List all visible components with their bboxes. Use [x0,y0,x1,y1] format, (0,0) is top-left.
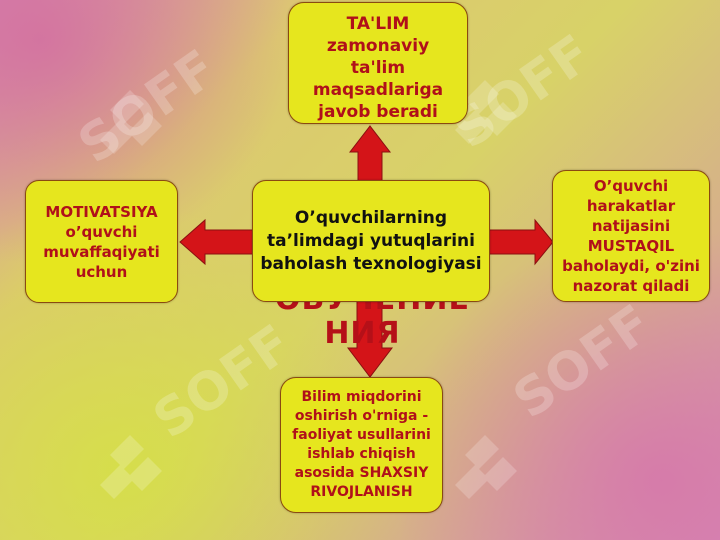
left-box-line: MOTIVATSIYA [45,202,158,221]
bottom-box-line: faoliyat usullarini [292,427,431,443]
left-box-line: o’quvchi [65,222,138,241]
right-box-line: harakatlar [586,197,676,215]
left-box-line: uchun [75,262,128,281]
bottom-box-line: asosida SHAXSIY [294,465,429,481]
top-box: TA'LIM zamonaviy ta'lim maqsadlariga jav… [288,2,468,124]
left-box: MOTIVATSIYA o’quvchi muvaffaqiyati uchun [25,180,178,303]
center-box: O’quvchilarning ta’limdagi yutuqlarini b… [252,180,490,302]
top-box-line: javob beradi [318,102,438,122]
right-box-line: O’quvchi [593,177,669,195]
bottom-box-line: oshirish o'rniga - [294,408,429,424]
partial-text-line: НИЯ [324,316,401,351]
arrow-up [348,125,392,183]
bottom-box-line: Bilim miqdorini [301,389,422,405]
arrow-left [179,218,255,266]
right-box-line: natijasini [591,217,671,235]
arrow-right [487,218,554,266]
right-box-line: MUSTAQIL [587,237,675,255]
top-box-line: TA'LIM [346,14,410,34]
top-box-line: ta'lim [350,58,406,78]
bottom-box: Bilim miqdorini oshirish o'rniga - faoli… [280,377,443,513]
center-box-line: baholash texnologiyasi [260,253,482,274]
right-box: O’quvchi harakatlar natijasini MUSTAQIL … [552,170,710,302]
bottom-box-line: ishlab chiqish [307,446,416,462]
bottom-box-line: RIVOJLANISH [310,484,413,500]
center-box-line: ta’limdagi yutuqlarini [266,230,475,251]
top-box-line: maqsadlariga [312,80,444,100]
right-box-line: nazorat qiladi [572,277,690,295]
arrow-down [346,299,394,378]
left-box-line: muvaffaqiyati [43,242,160,261]
top-box-line: zamonaviy [326,36,430,56]
center-box-line: O’quvchilarning [294,207,448,228]
right-box-line: baholaydi, o'zini [562,257,700,275]
